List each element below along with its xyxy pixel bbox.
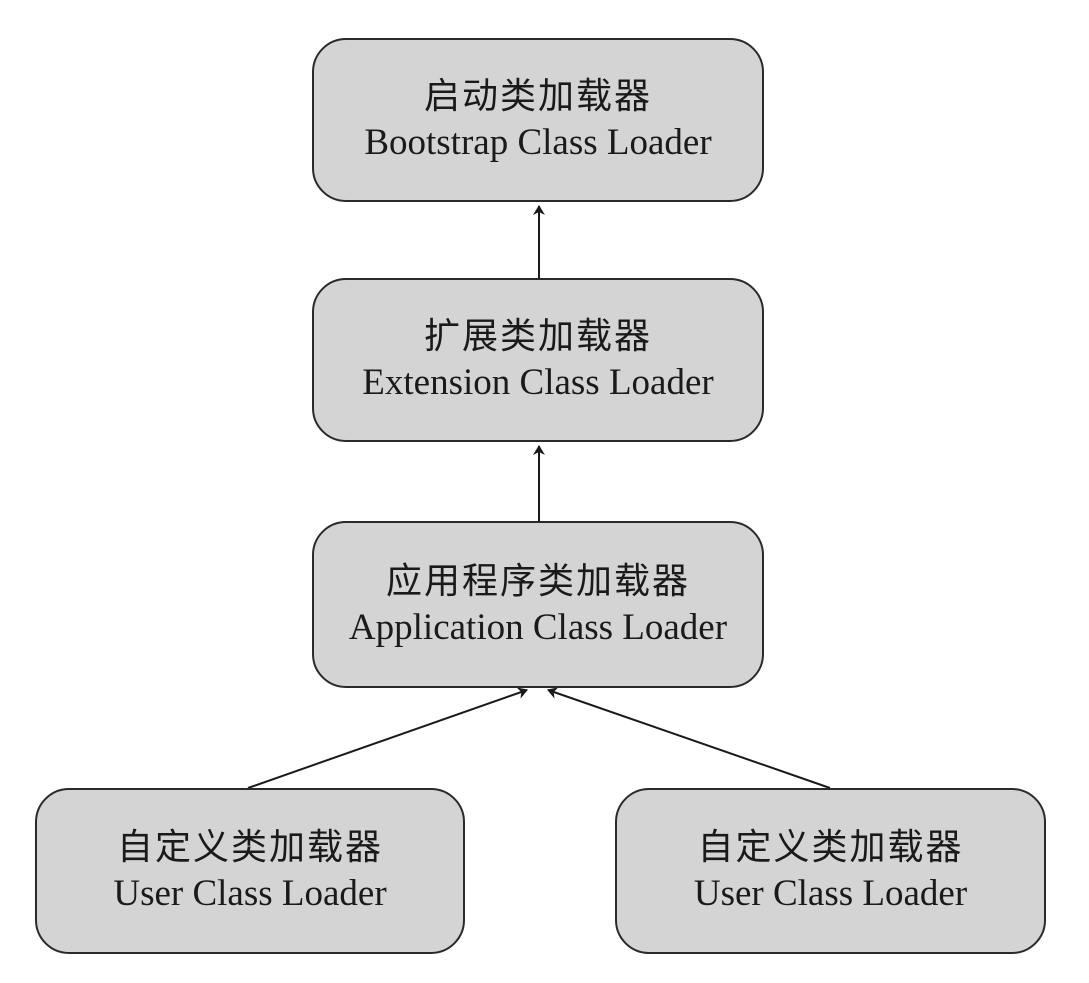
arrow-user-left-to-application	[247, 687, 528, 789]
bootstrap-label-zh: 启动类加载器	[423, 76, 652, 117]
user-left-label-zh: 自定义类加载器	[116, 827, 383, 868]
user-class-loader-node-right: 自定义类加载器 User Class Loader	[615, 788, 1046, 954]
bootstrap-class-loader-node: 启动类加载器 Bootstrap Class Loader	[312, 38, 764, 202]
extension-class-loader-node: 扩展类加载器 Extension Class Loader	[312, 278, 764, 442]
application-label-en: Application Class Loader	[348, 606, 728, 648]
user-left-label-en: User Class Loader	[113, 873, 387, 914]
user-right-label-zh: 自定义类加载器	[697, 827, 964, 868]
arrow-user-right-to-application	[547, 687, 831, 789]
application-label-zh: 应用程序类加载器	[385, 560, 690, 602]
application-class-loader-node: 应用程序类加载器 Application Class Loader	[312, 521, 764, 688]
bootstrap-label-en: Bootstrap Class Loader	[364, 122, 712, 163]
extension-label-en: Extension Class Loader	[362, 362, 714, 403]
user-class-loader-node-left: 自定义类加载器 User Class Loader	[35, 788, 465, 954]
extension-label-zh: 扩展类加载器	[423, 316, 652, 357]
user-right-label-en: User Class Loader	[693, 873, 968, 914]
